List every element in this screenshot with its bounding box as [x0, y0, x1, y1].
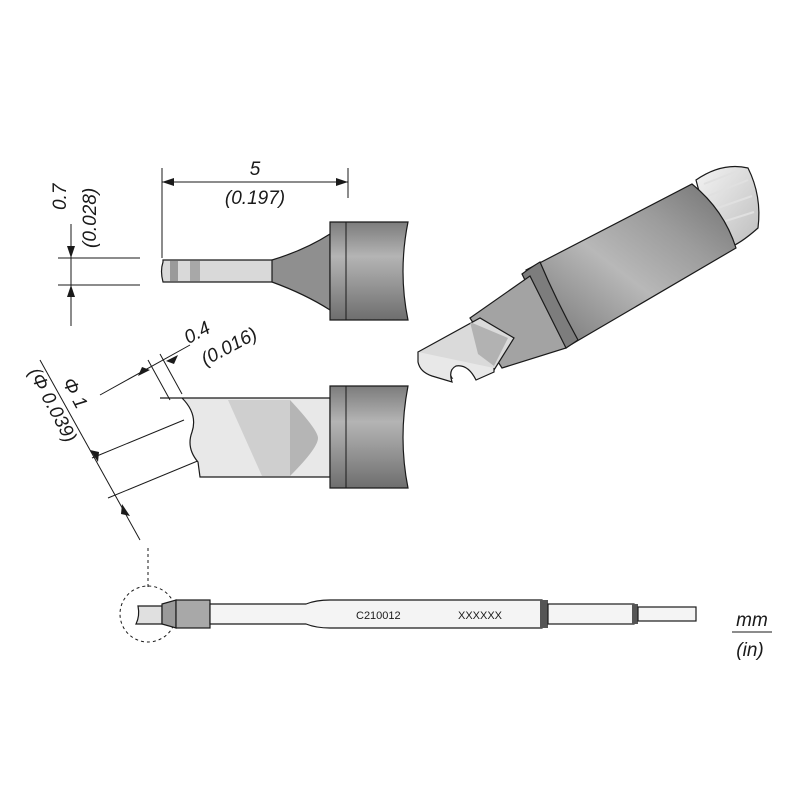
cartridge-head — [175, 599, 211, 629]
blade-3d-bevel — [470, 322, 508, 366]
neck-cone — [271, 232, 331, 312]
cartridge-pin — [637, 606, 697, 622]
tail-ring — [632, 604, 638, 624]
extension-line — [107, 459, 201, 499]
isometric-view — [417, 165, 760, 383]
part-number: C210012 — [356, 610, 401, 622]
sleeve-ring — [540, 600, 548, 628]
unit-imperial: (in) — [736, 640, 763, 661]
blade-edge-shade — [190, 261, 200, 281]
cartridge-blade — [135, 605, 163, 625]
cartridge-tail — [547, 603, 635, 625]
extension-line — [91, 419, 185, 459]
notch-mm-label: 0.4 — [181, 318, 214, 349]
blade-edge-shade — [170, 261, 178, 281]
ring-texture — [703, 169, 755, 225]
thickness-in-label: (0.028) — [80, 188, 101, 248]
units-legend: mm (in) — [732, 610, 772, 661]
arrow-head — [162, 178, 174, 186]
thickness-mm-label: 0.7 — [50, 182, 71, 210]
extension-line — [159, 353, 183, 395]
tip-body — [329, 221, 409, 321]
unit-metric: mm — [736, 610, 768, 631]
arrow-head — [166, 355, 178, 364]
cartridge-view: C210012 XXXXXX — [119, 548, 697, 643]
serial-number: XXXXXX — [458, 610, 503, 622]
arrow-head — [67, 246, 75, 258]
length-in-label: (0.197) — [225, 188, 285, 209]
arrow-head — [336, 178, 348, 186]
arrow-head — [90, 450, 99, 462]
arrow-head — [121, 504, 130, 516]
blade-bevel-dark — [290, 400, 318, 476]
top-view: 0.4 (0.016) Φ 1 (Φ 0.039) — [24, 318, 409, 541]
length-mm-label: 5 — [250, 159, 261, 180]
side-view: 5 (0.197) 0.7 (0.028) — [50, 159, 409, 326]
arrow-head — [138, 367, 150, 376]
extension-line — [147, 359, 171, 401]
arrow-head — [67, 285, 75, 297]
cartridge-neck — [161, 599, 177, 629]
blade-bevel — [228, 400, 290, 476]
tip-body-top — [329, 385, 409, 489]
blade-3d-edge — [417, 352, 495, 383]
blade-side — [160, 259, 289, 283]
